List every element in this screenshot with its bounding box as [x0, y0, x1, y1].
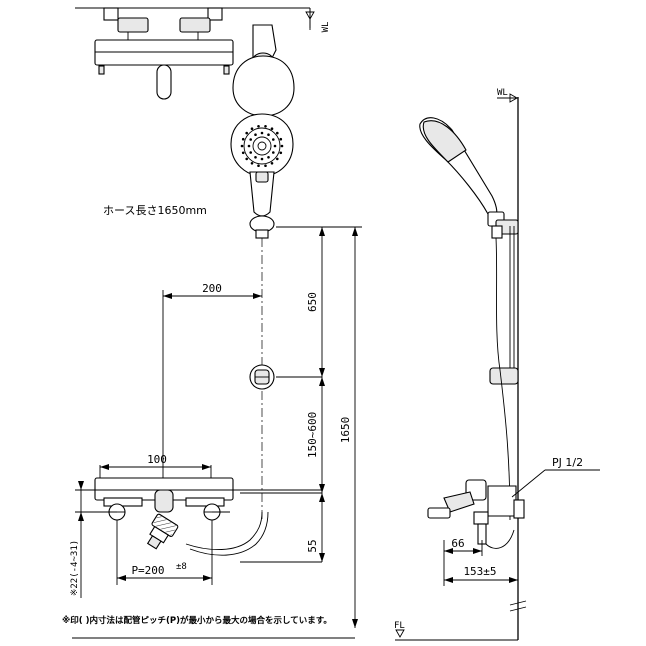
shower-nozzle	[250, 127, 254, 130]
shower-nozzle	[272, 151, 275, 154]
shower-nozzle	[241, 137, 245, 141]
shower-nozzle	[249, 138, 252, 141]
dim-200: 200	[162, 282, 262, 500]
shower-head-front	[230, 113, 294, 239]
shower-nozzle	[279, 137, 283, 141]
shower-nozzle	[245, 157, 248, 161]
dim-200-text: 200	[202, 282, 222, 295]
shower-nozzle	[267, 156, 270, 159]
dim-55-text: 55	[306, 539, 319, 552]
shower-nozzle	[276, 157, 279, 161]
side-view: WL PJ 1/2 66	[394, 88, 600, 641]
dim-650-text: 650	[306, 292, 319, 312]
wl-marker-top: WL	[305, 8, 331, 33]
shower-nozzle	[254, 156, 257, 159]
shower-nozzle	[270, 162, 274, 165]
dim-p200-tol-text: ±8	[176, 562, 187, 572]
shower-nozzle	[257, 164, 260, 167]
shower-nozzle	[279, 151, 283, 155]
shower-nozzle	[254, 133, 257, 136]
shower-nozzle	[250, 162, 254, 165]
wl-label-top: WL	[321, 22, 331, 33]
shower-nozzle	[270, 127, 274, 130]
dim-153-text: 153±5	[463, 565, 496, 578]
dim-66-text: 66	[451, 537, 464, 550]
pj-label: PJ 1/2	[552, 456, 583, 469]
footnote: ※印( )内寸法は配管ピッチ(P)が最小から最大の場合を示しています。	[62, 615, 332, 626]
shower-nozzle	[241, 151, 245, 155]
fl-label: FL	[394, 621, 405, 631]
dim-p200-text: P=200	[131, 564, 164, 577]
shower-nozzle	[249, 151, 252, 154]
dim-22-text: ※22(-4~31)	[70, 540, 80, 596]
shower-nozzle	[240, 144, 244, 148]
shower-nozzle	[264, 125, 267, 128]
dim-150-600-text: 150~600	[306, 412, 319, 458]
slide-bar-holder	[249, 364, 275, 390]
shower-nozzle	[245, 131, 248, 135]
shower-nozzle	[260, 131, 264, 135]
shower-nozzle	[276, 131, 279, 135]
hose-length-label: ホース長さ1650mm	[103, 204, 207, 217]
shower-nozzle	[264, 164, 267, 167]
front-view-faucet: 100 P=200 ±8 ※22(-4~3	[70, 453, 322, 598]
shower-nozzle	[272, 138, 275, 141]
dim-1650-text: 1650	[339, 417, 352, 444]
shower-nozzle	[257, 125, 260, 128]
top-view-faucet	[75, 7, 311, 117]
dims-vertical-front: 650 150~600 55 1650	[240, 226, 362, 628]
shower-nozzle	[260, 157, 264, 161]
shower-nozzle	[267, 133, 270, 136]
shower-nozzle	[273, 144, 277, 148]
wl-label-side: WL	[497, 88, 508, 98]
shower-nozzle	[280, 144, 284, 148]
shower-nozzle	[247, 144, 251, 148]
dim-100-text: 100	[147, 453, 167, 466]
